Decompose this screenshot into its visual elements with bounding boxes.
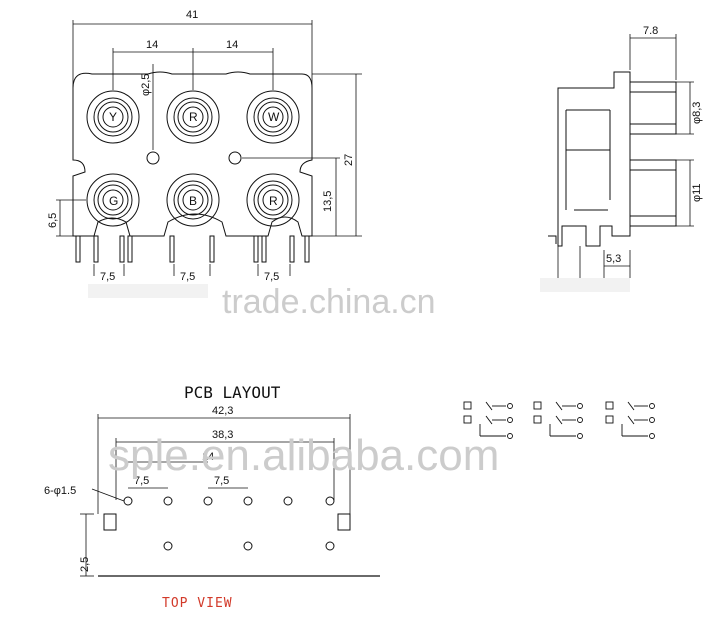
- front-view: Y R W G B R 41 14 14 φ2,5 27 13,5 6,5 7,…: [47, 9, 362, 283]
- pcb-title: PCB LAYOUT: [184, 383, 281, 402]
- dim-upper: φ8,3: [691, 102, 703, 124]
- front-dimensions: [56, 20, 362, 276]
- jack-top-mid: [166, 90, 220, 144]
- pcb-dimensions: [80, 414, 351, 577]
- dim-depth: 7.8: [643, 25, 658, 37]
- switch-schematics: [463, 401, 655, 439]
- jack-label-bottom-left: G: [109, 194, 118, 208]
- jack-bottom-left: [86, 173, 140, 227]
- pcb-dim-inner: 38,3: [212, 429, 233, 441]
- pcb-dim-step-a: 7,5: [134, 475, 149, 487]
- jack-label-top-left: Y: [109, 110, 117, 124]
- jack-label-bottom-right: R: [269, 194, 278, 208]
- front-body-outline: [72, 71, 313, 237]
- pcb-hole-note: 6-φ1.5: [44, 485, 76, 497]
- jack-label-bottom-mid: B: [189, 194, 197, 208]
- front-pins: [75, 235, 310, 263]
- dim-hole: φ2,5: [140, 74, 152, 96]
- pcb-layout: PCB LAYOUT 42,3 38,3 14 7,5 7,5 6-φ1.5 2…: [44, 383, 380, 611]
- jack-bottom-right: [246, 173, 300, 227]
- schematic-2: [533, 401, 583, 439]
- side-body-outline: [557, 71, 631, 247]
- jack-bottom-mid: [166, 173, 220, 227]
- side-lower-jack: [629, 159, 677, 227]
- pcb-dim-pitch: 14: [202, 451, 214, 463]
- dim-pin: 5,3: [606, 253, 621, 265]
- pin-label-right: 7,5: [264, 271, 279, 283]
- schematic-1: [463, 401, 513, 439]
- side-upper-jack: [629, 81, 677, 135]
- pin-label-left: 7,5: [100, 271, 115, 283]
- schematic-3: [605, 401, 655, 439]
- pcb-dim-offset: 2,5: [79, 557, 91, 572]
- side-dimensions: [557, 34, 694, 280]
- pcb-dim-total: 42,3: [212, 405, 233, 417]
- dim-bottom: 6,5: [47, 213, 59, 228]
- side-view: 7.8 φ8,3 φ11 5,3: [548, 25, 703, 280]
- blur-band-left: [88, 284, 208, 298]
- mount-hole-left: [146, 151, 160, 165]
- dim-height: 27: [343, 154, 355, 166]
- jack-top-left: [86, 90, 140, 144]
- dim-pitch-right: 14: [226, 39, 238, 51]
- dim-pitch-left: 14: [146, 39, 158, 51]
- pcb-dim-step-b: 7,5: [214, 475, 229, 487]
- jack-label-top-mid: R: [189, 110, 198, 124]
- jack-top-right: [246, 90, 300, 144]
- jack-label-top-right: W: [268, 110, 280, 124]
- mount-hole-right: [228, 151, 242, 165]
- watermark-bottom: sple.en.alibaba.com: [108, 431, 499, 480]
- watermark-top: trade.china.cn: [222, 283, 436, 321]
- dim-overall-width: 41: [186, 9, 198, 21]
- pin-label-mid: 7,5: [180, 271, 195, 283]
- blur-band-right: [540, 278, 630, 292]
- dim-lower-height: 13,5: [322, 191, 334, 212]
- top-view-label: TOP VIEW: [162, 596, 233, 611]
- dim-lower: φ11: [691, 183, 703, 202]
